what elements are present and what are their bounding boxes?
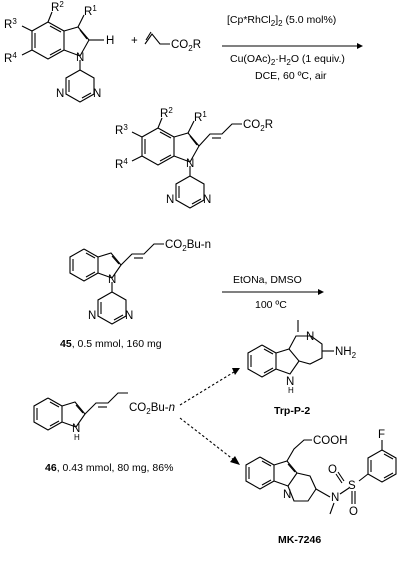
- trp-indole-n: N: [286, 376, 294, 388]
- reactant-indole: R2 R1 R3 R4 H N N N: [4, 0, 114, 103]
- mk-label: MK-7246: [278, 534, 321, 546]
- mk-7246: COOH N N S O O F: [245, 429, 397, 518]
- compound-46-caption: 46, 0.43 mmol, 80 mg, 86%: [45, 462, 173, 474]
- product-n-label: N: [186, 158, 194, 170]
- oxidant-text: Cu(OAc)2·H2O (1 equiv.): [230, 53, 345, 67]
- compound-45-ester: CO2Bu-n: [165, 239, 211, 253]
- mk-oxygen-2: O: [328, 464, 337, 476]
- product-ester-label: CO2R: [243, 119, 273, 133]
- r3-label: R3: [4, 17, 17, 31]
- compound-45-pyr-n-2: N: [125, 310, 133, 322]
- r4-label: R4: [4, 51, 17, 65]
- acrylate-ester-label: CO2R: [171, 39, 201, 53]
- compound-45-n: N: [108, 274, 116, 286]
- r2-label: R2: [51, 0, 64, 14]
- mk-acid: COOH: [313, 435, 348, 447]
- trp-ring-n: N: [306, 331, 314, 343]
- product-r2-label: R2: [160, 106, 173, 120]
- compound-46-n: N: [72, 423, 80, 435]
- compound-45-pyr-n: N: [88, 310, 96, 322]
- mk-sulfonamide-n: N: [331, 492, 339, 504]
- reaction-arrow-1: [222, 43, 363, 49]
- product-pyrimidine-n: N: [166, 194, 174, 206]
- mk-indole-n: N: [283, 489, 291, 501]
- acrylate: CO2R: [144, 31, 201, 53]
- solvent-text: DCE, 60 ºC, air: [255, 70, 327, 82]
- product-r3-label: R3: [115, 123, 128, 137]
- trp-amine: NH2: [335, 346, 357, 360]
- trp-p-2: N NH2 N H: [247, 320, 357, 395]
- conditions-2-line1: EtONa, DMSO: [233, 274, 302, 286]
- compound-45-caption: 45, 0.5 mmol, 160 mg: [60, 338, 162, 350]
- compound-46: CO2Bu-n N H: [33, 392, 175, 442]
- h-label: H: [106, 35, 114, 47]
- compound-45: CO2Bu-n N N N: [69, 239, 211, 325]
- compound-46-ester: CO2Bu-n: [129, 402, 175, 416]
- product-indole: R2 R1 R3 R4 CO2R N N N: [115, 106, 273, 209]
- dashed-arrow-up: [179, 368, 240, 406]
- pyrimidine-n-label: N: [56, 88, 64, 100]
- compound-46-h: H: [74, 433, 80, 442]
- catalyst-text: [Cp*RhCl2]2 (5.0 mol%): [227, 14, 336, 28]
- mk-oxygen: O: [349, 506, 358, 518]
- product-pyrimidine-n-2: N: [203, 194, 211, 206]
- conditions-2-line2: 100 ºC: [255, 299, 287, 311]
- trp-indole-h: H: [288, 386, 294, 395]
- dashed-arrow-down: [179, 417, 240, 465]
- pyrimidine-n-label-2: N: [93, 88, 101, 100]
- r1-label: R1: [84, 4, 97, 18]
- indole-n-label: N: [76, 52, 84, 64]
- mk-sulfur: S: [348, 480, 356, 492]
- product-r1-label: R1: [194, 110, 207, 124]
- trp-label: Trp-P-2: [274, 405, 310, 417]
- product-r4-label: R4: [115, 157, 128, 171]
- plus-sign: +: [131, 35, 138, 47]
- mk-fluorine: F: [378, 429, 385, 441]
- reaction-arrow-2: [222, 289, 324, 295]
